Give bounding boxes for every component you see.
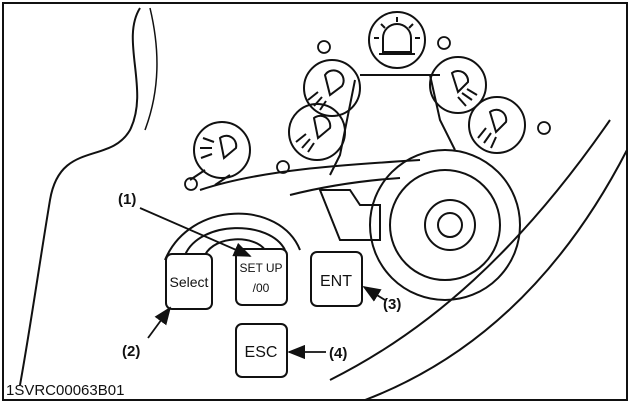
dashboard-curve-2 — [364, 149, 628, 401]
callout-4-label: (4) — [329, 345, 347, 362]
work-light-icon-front-right — [429, 56, 487, 114]
work-light-icon-rear-center — [288, 103, 346, 161]
select-button[interactable]: Select — [165, 253, 213, 310]
callout-3-label: (3) — [383, 296, 401, 313]
work-light-icon-rear-left — [193, 121, 251, 179]
callout-1-label: (1) — [118, 191, 136, 208]
beacon-icon — [368, 11, 426, 69]
callout-2-label: (2) — [122, 343, 140, 360]
dashboard-curve-1 — [329, 119, 611, 381]
callout-3-arrow — [362, 286, 386, 302]
ent-button[interactable]: ENT — [310, 251, 363, 307]
panel-outline-left — [19, 7, 141, 386]
panel-outline-inner — [144, 7, 158, 131]
setup-button-label-line1: SET UP — [239, 261, 282, 275]
ent-button-label: ENT — [320, 273, 352, 290]
esc-button-label: ESC — [245, 344, 278, 361]
tractor-silhouette — [164, 74, 521, 301]
callout-2-arrow — [147, 306, 172, 339]
indicator-lamps — [184, 36, 551, 191]
select-button-label: Select — [170, 274, 209, 290]
setup-button-label-line2: /00 — [253, 281, 270, 295]
work-light-icon-rear-right — [468, 96, 526, 154]
setup-button[interactable]: SET UP /00 — [235, 248, 288, 306]
esc-button[interactable]: ESC — [235, 323, 288, 378]
figure-frame — [2, 2, 628, 401]
figure-code: 1SVRC00063B01 — [6, 382, 124, 399]
callout-1-arrow — [139, 207, 252, 257]
